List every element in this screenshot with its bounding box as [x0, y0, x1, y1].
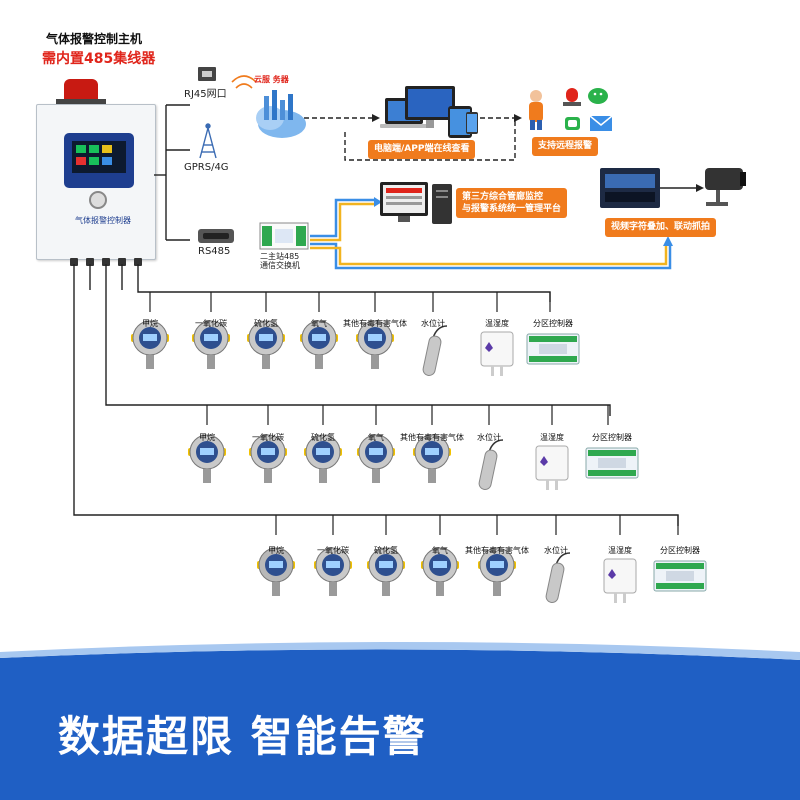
third-party-line2: 与报警系统统一管理平台 [462, 204, 562, 214]
cable-gland-icon [86, 258, 94, 266]
gas-detector-icon [300, 320, 338, 369]
gas-detector-icon [356, 320, 394, 369]
cloud-server-icon [256, 90, 306, 138]
cable-gland-icon [102, 258, 110, 266]
sensor-label: 温湿度 [485, 319, 509, 328]
alarm-siren-icon [563, 88, 581, 106]
gas-detector-icon [257, 547, 295, 596]
video-overlay-device-icon [600, 168, 660, 208]
zone-controller-icon [526, 333, 580, 365]
controller-panel-label: 气体报警控制器 [75, 216, 131, 225]
arrow-icon [514, 114, 522, 122]
alarm-light-base [56, 99, 106, 105]
cable-gland-icon [118, 258, 126, 266]
sensor-label: 水位计 [421, 319, 445, 328]
sensor-label: 甲烷 [268, 546, 284, 555]
wechat-icon [588, 88, 608, 104]
rj45-label: RJ45网口 [184, 89, 227, 100]
sensor-label: 氧气 [311, 319, 327, 328]
third-party-line1: 第三方综合管廊监控 [462, 192, 544, 202]
sensor-label: 氧气 [432, 546, 448, 555]
sensor-label: 其他有毒有害气体 [465, 546, 529, 555]
alarm-light-icon [64, 79, 98, 101]
water-level-probe-icon [422, 325, 448, 376]
desktop-pc-icon [380, 182, 452, 224]
gas-detector-icon [131, 320, 169, 369]
gas-detector-icon [304, 434, 342, 483]
sensor-label: 硫化氢 [254, 319, 278, 328]
person-icon [529, 90, 543, 130]
switch-label: 二主站485 通信交换机 [260, 252, 300, 270]
sensor-label: 一氧化碳 [195, 319, 227, 328]
sensor-label: 温湿度 [540, 433, 564, 442]
sensor-label: 分区控制器 [660, 546, 700, 555]
controller-screen [72, 141, 126, 173]
zone-controller-icon [585, 447, 639, 479]
sensor-label: 氧气 [368, 433, 384, 442]
sensor-label: 温湿度 [608, 546, 632, 555]
gas-detector-icon [249, 434, 287, 483]
temp-humidity-sensor-icon [480, 331, 514, 376]
email-icon [589, 115, 613, 131]
gas-detector-icon [421, 547, 459, 596]
water-level-probe-icon [545, 552, 571, 603]
sensor-label: 水位计 [477, 433, 501, 442]
rj45-port-icon [198, 67, 216, 81]
gas-detector-icon [192, 320, 230, 369]
gas-detector-icon [247, 320, 285, 369]
sensor-label: 一氧化碳 [252, 433, 284, 442]
controller-display-bezel [64, 133, 134, 188]
sensor-label: 水位计 [544, 546, 568, 555]
rs485-connector-icon [198, 229, 234, 243]
cable-gland-icon [70, 258, 78, 266]
cloud-label: 云服 务器 [254, 75, 289, 84]
sensor-label: 分区控制器 [533, 319, 573, 328]
temp-humidity-sensor-icon [535, 445, 569, 490]
sensor-label: 其他有毒有害气体 [400, 433, 464, 442]
gas-detector-icon [314, 547, 352, 596]
gprs-label: GPRS/4G [184, 162, 229, 173]
sensor-label: 甲烷 [142, 319, 158, 328]
camera-icon [705, 168, 746, 206]
rs485-label: RS485 [198, 246, 231, 257]
monitor-icon [405, 86, 455, 128]
sensor-label: 硫化氢 [374, 546, 398, 555]
sensor-label: 其他有毒有害气体 [343, 319, 407, 328]
online-view-tag: 电脑端/APP端在线查看 [368, 140, 476, 159]
zone-controller-icon [653, 560, 707, 592]
footer-slogan: 数据超限 智能告警 [58, 712, 427, 761]
sensor-label: 分区控制器 [592, 433, 632, 442]
remote-alarm-tag: 支持远程报警 [532, 137, 599, 156]
arrow-icon [372, 114, 380, 122]
sensor-label: 硫化氢 [311, 433, 335, 442]
gas-detector-icon [188, 434, 226, 483]
video-overlay-tag: 视频字符叠加、联动抓拍 [605, 218, 717, 237]
gas-detector-icon [478, 547, 516, 596]
gas-detector-icon [413, 434, 451, 483]
gas-detector-icon [367, 547, 405, 596]
controller-cabinet: 气体报警控制器 [36, 104, 156, 260]
third-party-platform-tag: 第三方综合管廊监控 与报警系统统一管理平台 [456, 188, 568, 218]
sms-icon [565, 117, 580, 130]
controller-title: 气体报警控制主机 [46, 32, 143, 46]
sensor-label: 一氧化碳 [317, 546, 349, 555]
temp-humidity-sensor-icon [603, 558, 637, 603]
arrow-icon [374, 197, 382, 207]
arrow-icon [663, 236, 673, 246]
rs485-switch-icon [259, 222, 309, 250]
water-level-probe-icon [478, 439, 504, 490]
sensor-label: 甲烷 [199, 433, 215, 442]
phone-icon [466, 112, 478, 134]
controller-knob-icon [89, 191, 107, 209]
controller-subtitle: 需内置485集线器 [42, 51, 156, 67]
gas-detector-icon [357, 434, 395, 483]
arrow-icon [696, 184, 704, 192]
cable-gland-icon [134, 258, 142, 266]
antenna-tower-icon [199, 123, 217, 159]
